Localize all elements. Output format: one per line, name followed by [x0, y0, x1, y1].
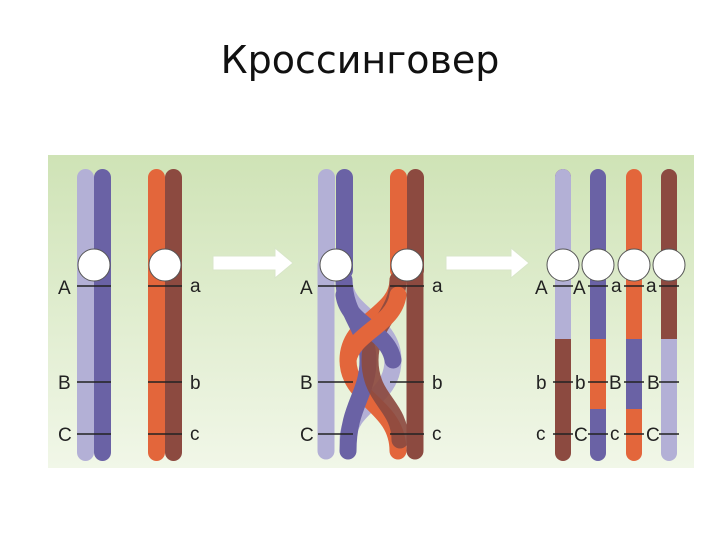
centromere [546, 248, 580, 282]
gene-label: a [190, 276, 201, 297]
crossing-over-diagram: A B C a b c A B C a b [48, 155, 694, 468]
centromere [319, 248, 353, 282]
gene-label: A [300, 278, 313, 299]
stage-1-homologous-pair: A B C a b c [58, 169, 201, 461]
chromosome-paternal [148, 169, 182, 461]
gene-label: B [58, 373, 71, 394]
centromere [77, 248, 111, 282]
gene-label: A [58, 278, 71, 299]
gene-label: C [646, 425, 660, 446]
right-arrow-icon [212, 246, 294, 280]
chromatid-2 [590, 169, 606, 461]
gene-label: A [535, 278, 548, 299]
stage-2-crossing-over: A B C a b c [300, 169, 443, 460]
gene-label: a [611, 276, 622, 297]
gene-label: a [646, 276, 657, 297]
gene-label: C [300, 425, 314, 446]
centromere [617, 248, 651, 282]
centromere [581, 248, 615, 282]
gene-label: B [647, 373, 660, 394]
gene-label: B [609, 373, 622, 394]
gene-label: b [575, 373, 586, 394]
gene-label: A [573, 278, 586, 299]
gene-label: C [574, 425, 588, 446]
centromere [652, 248, 686, 282]
chromatid-3 [626, 169, 642, 461]
gene-label: c [432, 424, 442, 445]
gene-label: a [432, 276, 443, 297]
stage-3-recombinant-chromatids: A A a a b b B B c C c C [535, 169, 686, 461]
centromere [390, 248, 424, 282]
chromosome-maternal [77, 169, 111, 461]
centromere [148, 248, 182, 282]
gene-label: c [190, 424, 200, 445]
gene-label: C [58, 425, 72, 446]
gene-label: b [432, 373, 443, 394]
gene-label: b [190, 373, 201, 394]
gene-label: c [536, 424, 546, 445]
gene-label: c [610, 424, 620, 445]
right-arrow-icon [445, 246, 530, 280]
chromatid-1 [555, 169, 571, 461]
gene-label: b [536, 373, 547, 394]
gene-label: B [300, 373, 313, 394]
chromatid-4 [661, 169, 677, 461]
slide-title: Кроссинговер [220, 38, 500, 82]
